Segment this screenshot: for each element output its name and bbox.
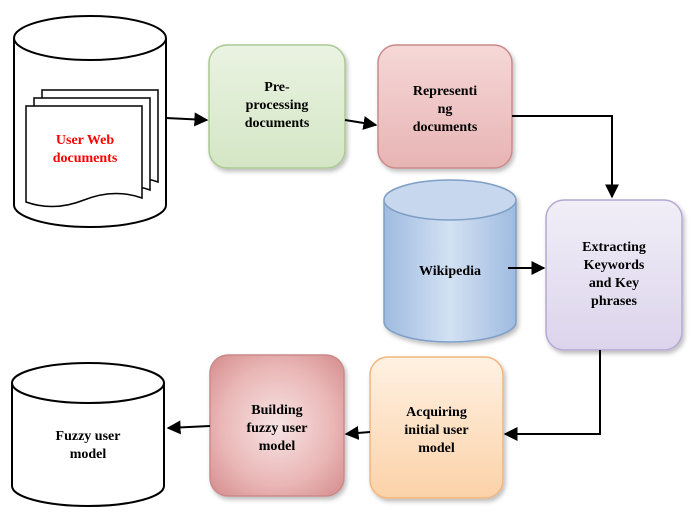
acquiring-box <box>369 356 504 499</box>
extracting-label: Extracting Keywords and Key phrases <box>582 240 646 309</box>
fuzzy-model-cylinder <box>11 362 165 507</box>
building-label: Building fuzzy user model <box>246 403 308 454</box>
extracting-box <box>545 199 683 351</box>
representing-box <box>377 44 513 169</box>
wikipedia-cylinder <box>383 179 517 343</box>
arrow-preprocessing-to-representing <box>344 116 378 130</box>
wikipedia-label: Wikipedia <box>419 264 481 279</box>
preprocessing-label: Pre- processing documents <box>244 80 310 131</box>
representing-label: Representi ng documents <box>412 84 478 135</box>
fuzzy-model-label: Fuzzy user model <box>55 429 121 462</box>
arrow-building-to-fuzzy <box>166 420 211 435</box>
building-box <box>209 354 345 497</box>
arrow-extracting-to-acquiring <box>503 350 601 441</box>
acquiring-label: Acquiring initial user model <box>404 405 469 456</box>
document-stack-icon <box>25 89 159 208</box>
arrow-representing-to-extracting <box>512 115 619 199</box>
arrow-acquiring-to-building <box>344 425 371 440</box>
preprocessing-box <box>208 44 346 169</box>
arrow-docs-to-preprocessing <box>165 112 209 127</box>
user-docs-label: User Web documents <box>52 133 118 166</box>
